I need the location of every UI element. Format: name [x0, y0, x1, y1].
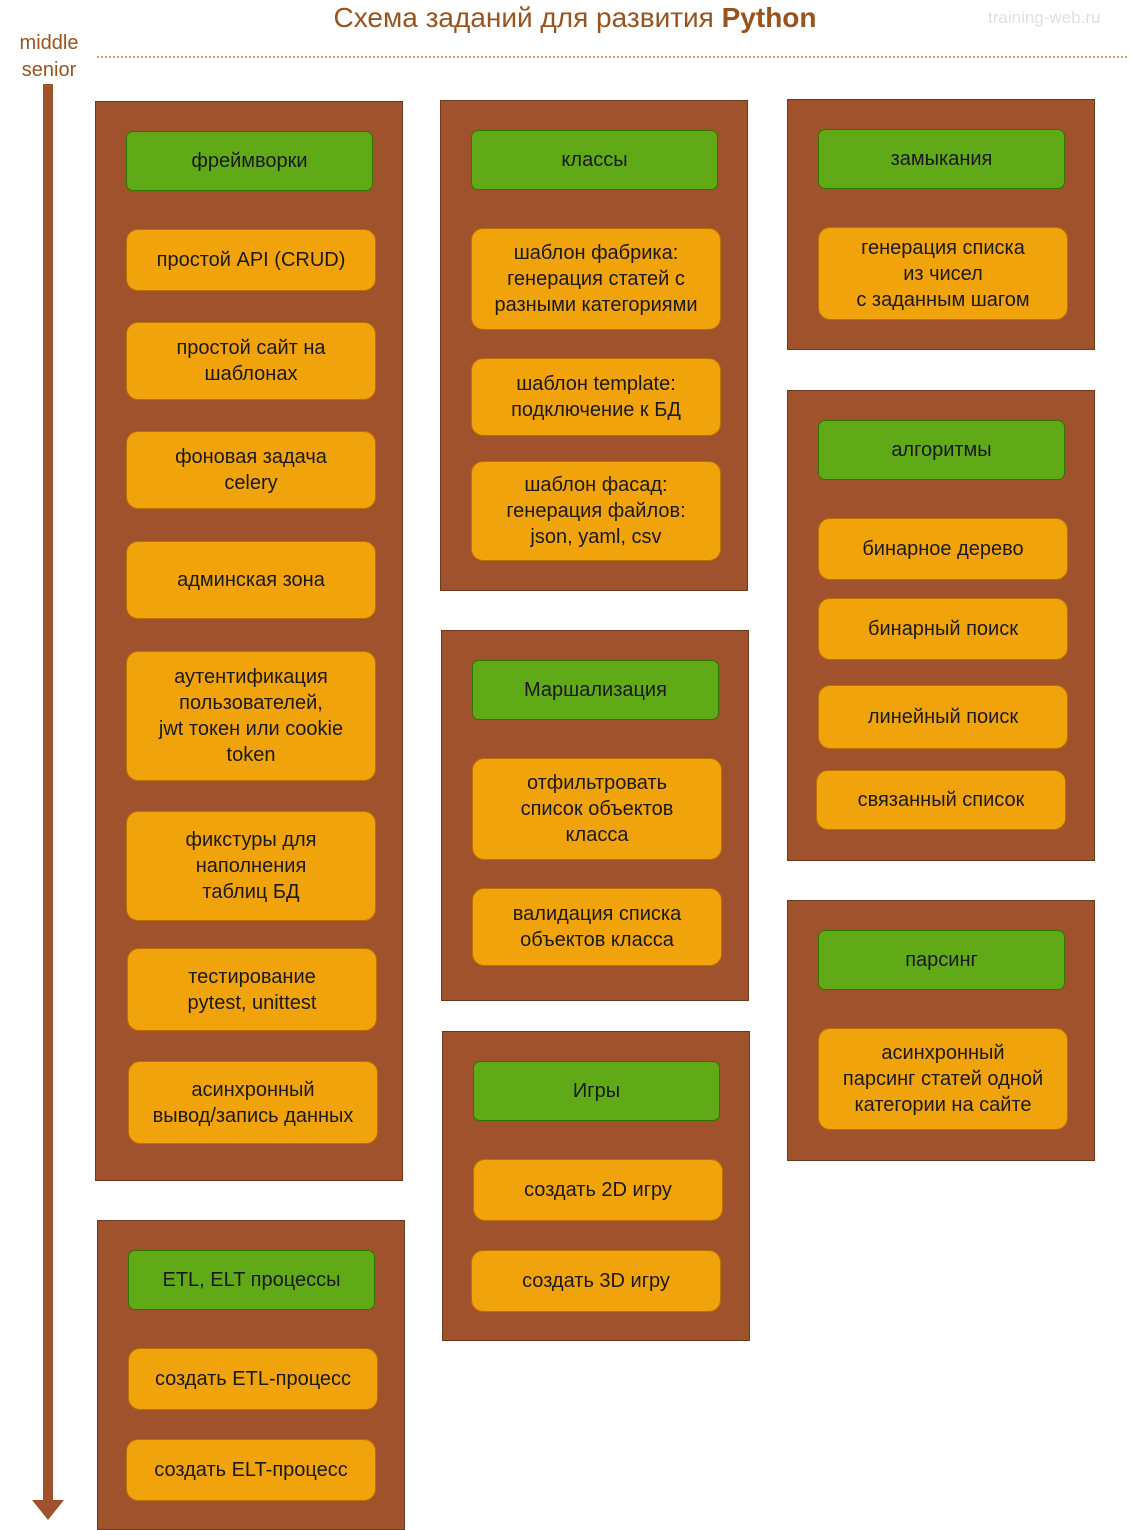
- level-label-senior: senior: [21, 59, 77, 81]
- task-template-pattern: шаблон template: подключение к БД: [471, 358, 721, 436]
- task-admin-zone: админская зона: [126, 541, 376, 619]
- task-binary-search: бинарный поиск: [818, 598, 1068, 660]
- watermark: training-web.ru: [988, 8, 1101, 27]
- task-linked-list: связанный список: [816, 770, 1066, 830]
- group-algorithms-title: алгоритмы: [818, 420, 1065, 480]
- group-closures-title: замыкания: [818, 129, 1065, 189]
- level-divider: [97, 56, 1127, 58]
- task-factory-pattern: шаблон фабрика: генерация статей с разны…: [471, 228, 721, 330]
- group-etl-title: ETL, ELT процессы: [128, 1250, 375, 1310]
- task-binary-tree: бинарное дерево: [818, 518, 1068, 580]
- task-generate-list: генерация списка из чисел с заданным шаг…: [818, 227, 1068, 320]
- title-text: Схема заданий для развития: [333, 2, 722, 33]
- group-classes-title: классы: [471, 130, 718, 190]
- task-async-parsing: асинхронный парсинг статей одной категор…: [818, 1028, 1068, 1130]
- task-create-etl: создать ETL-процесс: [128, 1348, 378, 1410]
- group-parsing-title: парсинг: [818, 930, 1065, 990]
- group-marshalling-title: Маршализация: [472, 660, 719, 720]
- group-frameworks-title: фреймворки: [126, 131, 373, 191]
- level-label-middle: middle: [19, 32, 79, 54]
- progression-arrow: [43, 84, 53, 1504]
- task-validate-objects: валидация списка объектов класса: [472, 888, 722, 966]
- task-testing: тестирование pytest, unittest: [127, 948, 377, 1031]
- task-create-elt: создать ELT-процесс: [126, 1439, 376, 1501]
- task-async-io: асинхронный вывод/запись данных: [128, 1061, 378, 1144]
- task-linear-search: линейный поиск: [818, 685, 1068, 749]
- task-fixtures: фикстуры для наполнения таблиц БД: [126, 811, 376, 921]
- task-simple-api: простой API (CRUD): [126, 229, 376, 291]
- diagram-title: Схема заданий для развития Python: [250, 2, 900, 34]
- task-create-2d-game: создать 2D игру: [473, 1159, 723, 1221]
- title-language: Python: [721, 2, 817, 33]
- group-games-title: Игры: [473, 1061, 720, 1121]
- task-create-3d-game: создать 3D игру: [471, 1250, 721, 1312]
- task-celery: фоновая задача celery: [126, 431, 376, 509]
- task-authentication: аутентификация пользователей, jwt токен …: [126, 651, 376, 781]
- task-simple-site: простой сайт на шаблонах: [126, 322, 376, 400]
- task-filter-objects: отфильтровать список объектов класса: [472, 758, 722, 860]
- task-facade-pattern: шаблон фасад: генерация файлов: json, ya…: [471, 461, 721, 561]
- progression-arrow-head: [32, 1500, 64, 1520]
